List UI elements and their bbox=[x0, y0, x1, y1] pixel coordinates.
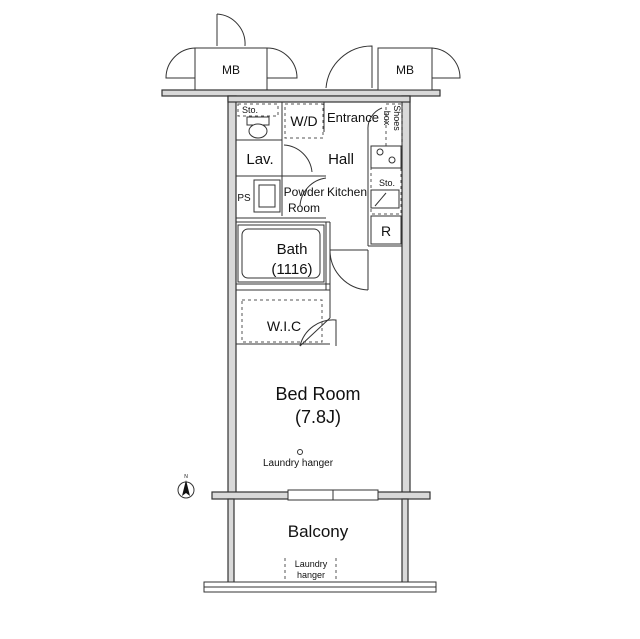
sto-kitchen-label: Sto. bbox=[379, 178, 395, 188]
shoes-box-label-1: Shoes bbox=[392, 105, 402, 131]
stove-icon bbox=[370, 145, 402, 169]
balcony-label: Balcony bbox=[288, 522, 349, 541]
sto-top-label: Sto. bbox=[242, 105, 258, 115]
north-arrow-icon: N bbox=[177, 474, 195, 499]
kitchen-label: Kitchen bbox=[327, 185, 367, 199]
shoes-box-label-2: box bbox=[382, 111, 392, 126]
laundry-hanger-bedroom-label: Laundry hanger bbox=[263, 458, 334, 469]
wic-label: W.I.C bbox=[267, 318, 301, 334]
bath-size-label: (1116) bbox=[271, 261, 312, 278]
bathtub bbox=[237, 224, 325, 283]
fridge-space bbox=[370, 215, 402, 245]
laundry-hanger-balcony-label-2: hanger bbox=[297, 570, 325, 580]
powder-room-label-2: Room bbox=[288, 201, 320, 215]
hall-label: Hall bbox=[328, 151, 354, 168]
bedroom-size-label: (7.8J) bbox=[295, 407, 341, 427]
interior-walls bbox=[236, 102, 402, 345]
north-label: N bbox=[184, 474, 188, 480]
bedroom-label: Bed Room bbox=[275, 384, 360, 404]
fridge-label: R bbox=[381, 223, 391, 239]
laundry-hanger-balcony-label-1: Laundry bbox=[295, 559, 328, 569]
laundry-hanger-icon bbox=[297, 449, 303, 455]
ps-label: PS bbox=[237, 193, 251, 204]
kitchen-counter bbox=[370, 189, 400, 209]
powder-room-label-1: Powder bbox=[284, 185, 325, 199]
sink-vanity bbox=[253, 179, 281, 213]
mb-right-box: MB bbox=[325, 45, 461, 91]
mb-left-label: MB bbox=[222, 63, 240, 77]
toilet-icon bbox=[246, 116, 270, 139]
wd-label: W/D bbox=[290, 113, 317, 129]
lav-label: Lav. bbox=[246, 151, 273, 168]
bedroom-window bbox=[287, 489, 379, 501]
mb-right-label: MB bbox=[396, 63, 414, 77]
bath-label: Bath bbox=[277, 241, 308, 258]
balcony-area bbox=[203, 498, 437, 593]
mb-left-box: MB bbox=[161, 13, 441, 97]
entrance-label: Entrance bbox=[327, 110, 379, 125]
door-swing-icon bbox=[283, 107, 383, 347]
